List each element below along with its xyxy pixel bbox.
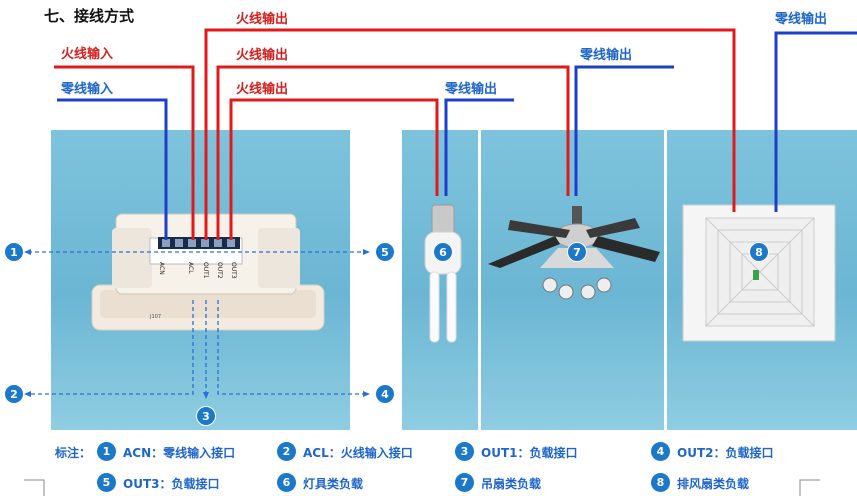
- bulb-photo-panel: [402, 130, 478, 430]
- live-input-label: 火线输入: [61, 47, 114, 62]
- neutral-output-label-exhaust: 零线输出: [775, 12, 828, 27]
- legend-item-4: OUT2：负载接口: [677, 446, 774, 460]
- terminal-label-out1: OUT1: [202, 262, 209, 279]
- legend-badge-5: 5: [97, 473, 116, 492]
- terminal-label-acn: ACN: [158, 262, 165, 275]
- ceiling-fan: [488, 206, 660, 300]
- live-wires: [54, 28, 736, 240]
- badge-7: 7: [567, 242, 587, 262]
- terminal-label-out3: OUT3: [230, 262, 237, 279]
- indicator-lines: [28, 251, 366, 395]
- legend-item-5: OUT3：负载接口: [123, 477, 220, 491]
- legend-item-2: ACL：火线输入接口: [303, 446, 413, 460]
- badge-4: 4: [375, 384, 395, 404]
- badge-2: 2: [4, 384, 24, 404]
- ceiling-fan-photo-panel: [481, 130, 664, 430]
- neutral-input-label: 零线输入: [61, 82, 114, 97]
- page-title: 七、接线方式: [44, 7, 135, 25]
- terminal-label-acl: ACL: [187, 262, 194, 274]
- legend-item-6: 灯具类负载: [303, 477, 364, 491]
- live-output-label-fan: 火线输出: [236, 48, 289, 63]
- neutral-output-label-fan: 零线输出: [580, 48, 633, 63]
- legend-item-3: OUT1：负载接口: [481, 446, 578, 460]
- legend-badge-7: 7: [455, 473, 474, 492]
- live-output-label-bulb: 火线输出: [236, 82, 289, 97]
- cfl-bulb: [424, 204, 462, 343]
- badge-8: 8: [749, 242, 769, 262]
- legend-item-7: 吊扇类负载: [481, 477, 542, 491]
- legend-badge-8: 8: [651, 473, 670, 492]
- legend-heading: 标注：: [55, 446, 92, 460]
- legend-badge-4: 4: [651, 442, 670, 461]
- legend-item-1: ACN：零线输入接口: [123, 446, 236, 460]
- badge-5: 5: [375, 242, 395, 262]
- badge-6: 6: [433, 242, 453, 262]
- badge-3: 3: [196, 406, 216, 426]
- terminal-block: [158, 237, 240, 249]
- product-spec-text: J107: [149, 314, 161, 320]
- legend-badge-3: 3: [455, 442, 474, 461]
- legend-badge-1: 1: [97, 442, 116, 461]
- legend-badge-2: 2: [277, 442, 296, 461]
- legend-item-8: 排风扇类负载: [677, 477, 750, 491]
- terminal-label-out2: OUT2: [216, 262, 223, 279]
- neutral-wires: [57, 31, 857, 240]
- neutral-output-label-bulb: 零线输出: [445, 82, 498, 97]
- live-output-label-exhaust: 火线输出: [236, 12, 289, 27]
- badge-1: 1: [4, 242, 24, 262]
- legend-badge-6: 6: [277, 473, 296, 492]
- exhaust-fan: [682, 204, 836, 342]
- switch-module: J107: [91, 213, 325, 331]
